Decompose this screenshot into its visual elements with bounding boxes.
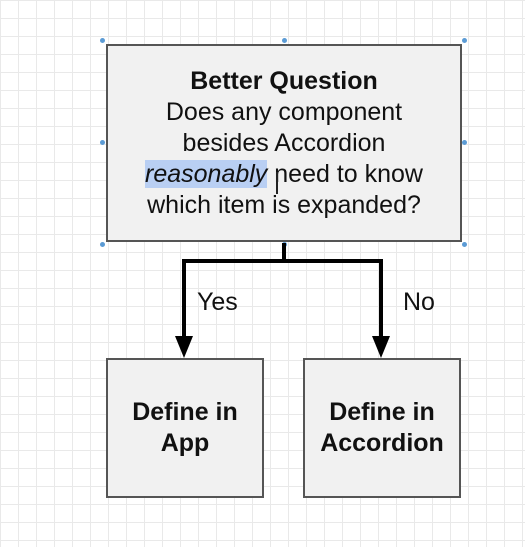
highlighted-word: reasonably (145, 159, 268, 188)
question-line-4: which item is expanded? (147, 190, 421, 219)
define-in-accordion-node[interactable]: Define in Accordion (303, 358, 461, 498)
question-line-1: Does any component (165, 97, 403, 126)
selection-handle[interactable] (100, 38, 105, 43)
no-result-line-1: Define in (329, 398, 435, 426)
define-in-app-node[interactable]: Define in App (106, 358, 264, 498)
yes-result-line-1: Define in (132, 398, 238, 426)
selection-handle[interactable] (462, 242, 467, 247)
selection-handle[interactable] (462, 140, 467, 145)
no-arrowhead (372, 336, 390, 358)
no-result-line-2: Accordion (320, 429, 444, 457)
no-edge-label: No (403, 288, 435, 316)
no-edge (284, 259, 383, 338)
selection-handle[interactable] (100, 140, 105, 145)
question-line-2: besides Accordion (182, 128, 386, 157)
yes-edge (182, 243, 286, 338)
selection-handle[interactable] (282, 38, 287, 43)
yes-result-line-2: App (160, 429, 210, 457)
text-cursor (276, 172, 278, 194)
question-line-3: reasonably need to know (145, 159, 423, 190)
question-title: Better Question (190, 66, 378, 95)
question-node[interactable]: Better Question Does any component besid… (106, 44, 462, 242)
question-line-3-rest: need to know (267, 159, 423, 188)
yes-edge-label: Yes (197, 288, 238, 316)
yes-arrowhead (175, 336, 193, 358)
selection-handle[interactable] (100, 242, 105, 247)
selection-handle[interactable] (462, 38, 467, 43)
